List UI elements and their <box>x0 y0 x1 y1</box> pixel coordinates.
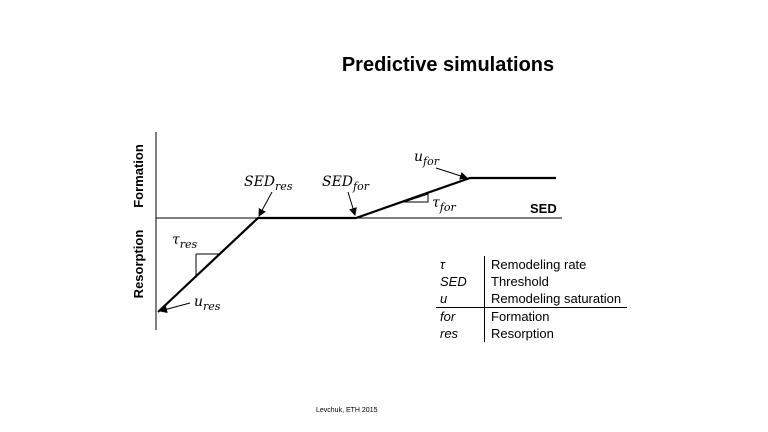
sed-axis-label: SED <box>530 201 557 216</box>
legend-row: SED Threshold <box>436 273 627 290</box>
legend-row: res Resorption <box>436 325 627 342</box>
slope-triangle-for <box>403 193 429 203</box>
u-for-label: ufor <box>414 149 440 168</box>
legend-table: τ Remodeling rate SED Threshold u Remode… <box>436 256 628 342</box>
legend-meaning: Formation <box>491 309 550 324</box>
legend-meaning: Threshold <box>491 274 549 289</box>
sed-for-label: SEDfor <box>322 174 370 193</box>
legend-meaning: Remodeling rate <box>491 257 587 272</box>
legend-symbol: u <box>436 290 485 308</box>
arrow-u-res <box>159 302 191 314</box>
slide-title: Predictive simulations <box>341 54 555 76</box>
remodeling-curve <box>157 176 556 313</box>
tau-res-label: τres <box>172 232 198 251</box>
legend-meaning: Resorption <box>491 326 554 341</box>
legend-symbol: τ <box>436 256 485 273</box>
arrow-sed-res <box>258 191 273 217</box>
legend-symbol: for <box>436 307 485 325</box>
arrow-sed-for <box>347 191 357 216</box>
arrow-u-for <box>435 167 468 180</box>
resorption-axis-label: Resorption <box>131 230 146 299</box>
slope-triangle-res <box>195 253 222 277</box>
u-res-label: ures <box>194 294 221 313</box>
legend-symbol: res <box>436 325 485 342</box>
legend-row: for Formation <box>436 307 627 325</box>
legend-row: u Remodeling saturation <box>436 290 628 308</box>
legend-symbol: SED <box>436 273 485 290</box>
footer-credit: Levchuk, ETH 2015 <box>316 407 378 414</box>
legend-meaning: Remodeling saturation <box>484 290 628 308</box>
sed-res-label: SEDres <box>244 174 293 193</box>
legend-row: τ Remodeling rate <box>436 256 627 273</box>
tau-for-label: τfor <box>432 195 456 214</box>
formation-axis-label: Formation <box>131 144 146 208</box>
